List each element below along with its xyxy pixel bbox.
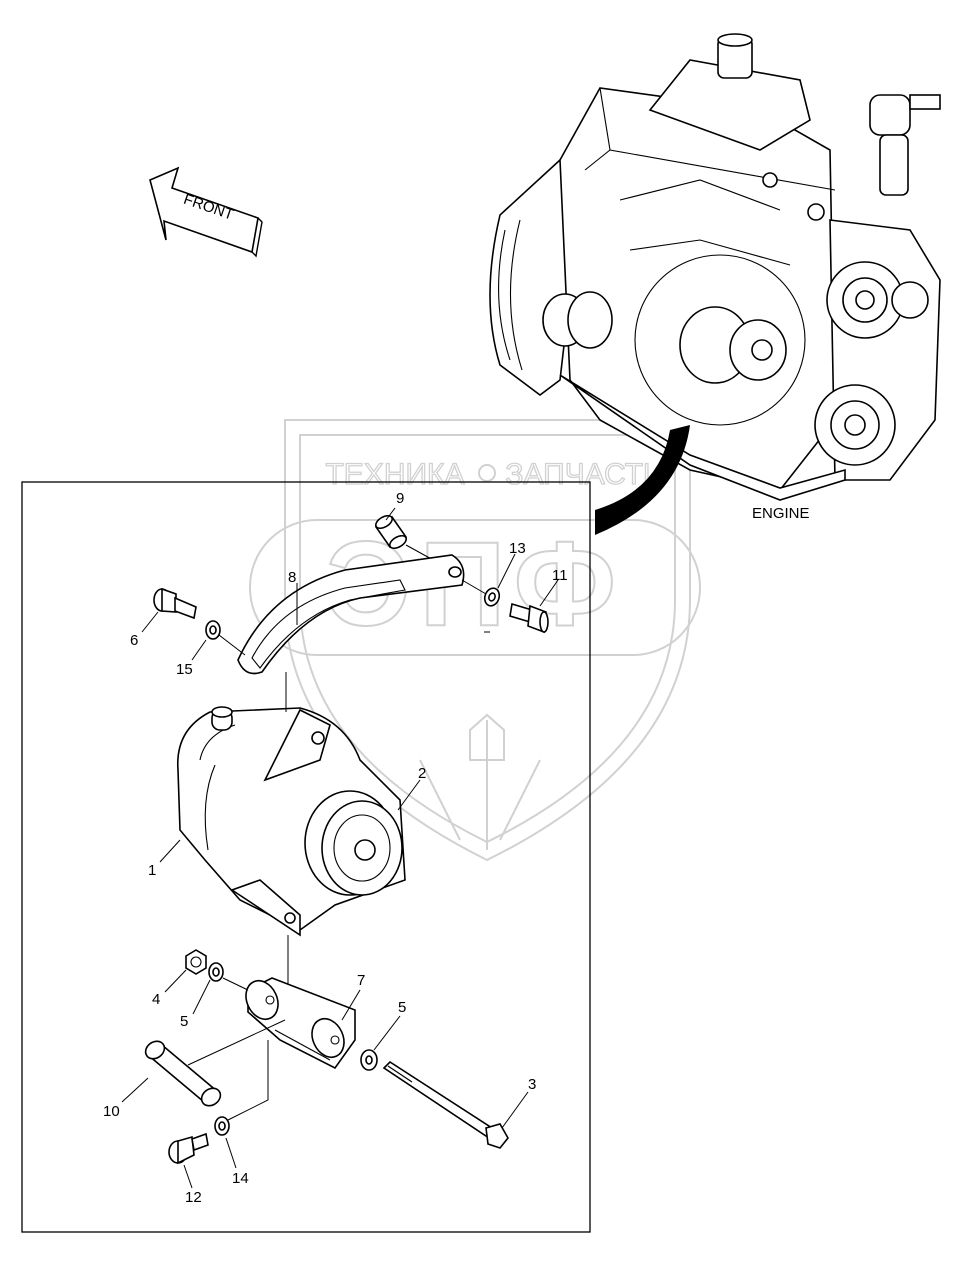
callout-1: 1 bbox=[148, 862, 156, 879]
part-7-bracket-icon bbox=[245, 977, 356, 1070]
part-14-washer-icon bbox=[483, 587, 501, 607]
callout-leaders bbox=[121, 507, 559, 1189]
callout-10: 10 bbox=[103, 1103, 120, 1120]
callout-5-upper: 5 bbox=[180, 1013, 188, 1030]
part-12-bolt-icon bbox=[509, 602, 549, 634]
part-8-bracket-icon bbox=[237, 554, 465, 675]
callout-14: 13 bbox=[509, 540, 526, 557]
engine-label: ENGINE bbox=[752, 505, 810, 522]
detail-pointer-icon bbox=[595, 425, 690, 535]
callout-4: 4 bbox=[152, 991, 160, 1008]
part-11-bolt-icon bbox=[168, 1132, 209, 1165]
part-1-alternator-icon bbox=[177, 706, 406, 937]
part-6-bolt-icon bbox=[153, 587, 197, 620]
callout-labels: 9 8 13 11 6 15 2 1 4 5 7 5 3 10 12 14 bbox=[103, 490, 568, 1206]
callout-3: 3 bbox=[528, 1076, 536, 1093]
part-15-washer-icon bbox=[205, 620, 221, 640]
front-arrow-icon: FRONT bbox=[149, 166, 263, 258]
callout-6: 6 bbox=[130, 632, 138, 649]
callout-15: 15 bbox=[176, 661, 193, 678]
part-5-washer-upper-icon bbox=[208, 962, 224, 982]
callout-8: 8 bbox=[288, 569, 296, 586]
svg-text:ТЕХНИКА: ТЕХНИКА bbox=[325, 458, 464, 491]
part-5-washer-lower-icon bbox=[360, 1049, 378, 1071]
part-3-long-bolt-icon bbox=[382, 1060, 509, 1149]
detail-frame bbox=[21, 481, 591, 1233]
part-13-washer-icon bbox=[214, 1116, 230, 1136]
callout-11: 12 bbox=[185, 1189, 202, 1206]
part-10-sleeve-icon bbox=[144, 1040, 222, 1107]
callout-13: 14 bbox=[232, 1170, 249, 1187]
callout-12: 11 bbox=[552, 567, 568, 584]
svg-text:ЗАПЧАСТИ: ЗАПЧАСТИ bbox=[505, 458, 664, 491]
part-9-spacer-icon bbox=[374, 514, 408, 550]
part-4-nut-icon bbox=[185, 949, 207, 975]
callout-7: 7 bbox=[357, 972, 365, 989]
callout-2: 2 bbox=[418, 765, 426, 782]
callout-5-lower: 5 bbox=[398, 999, 406, 1016]
callout-9: 9 bbox=[396, 490, 404, 507]
engine-illustration bbox=[489, 33, 941, 501]
